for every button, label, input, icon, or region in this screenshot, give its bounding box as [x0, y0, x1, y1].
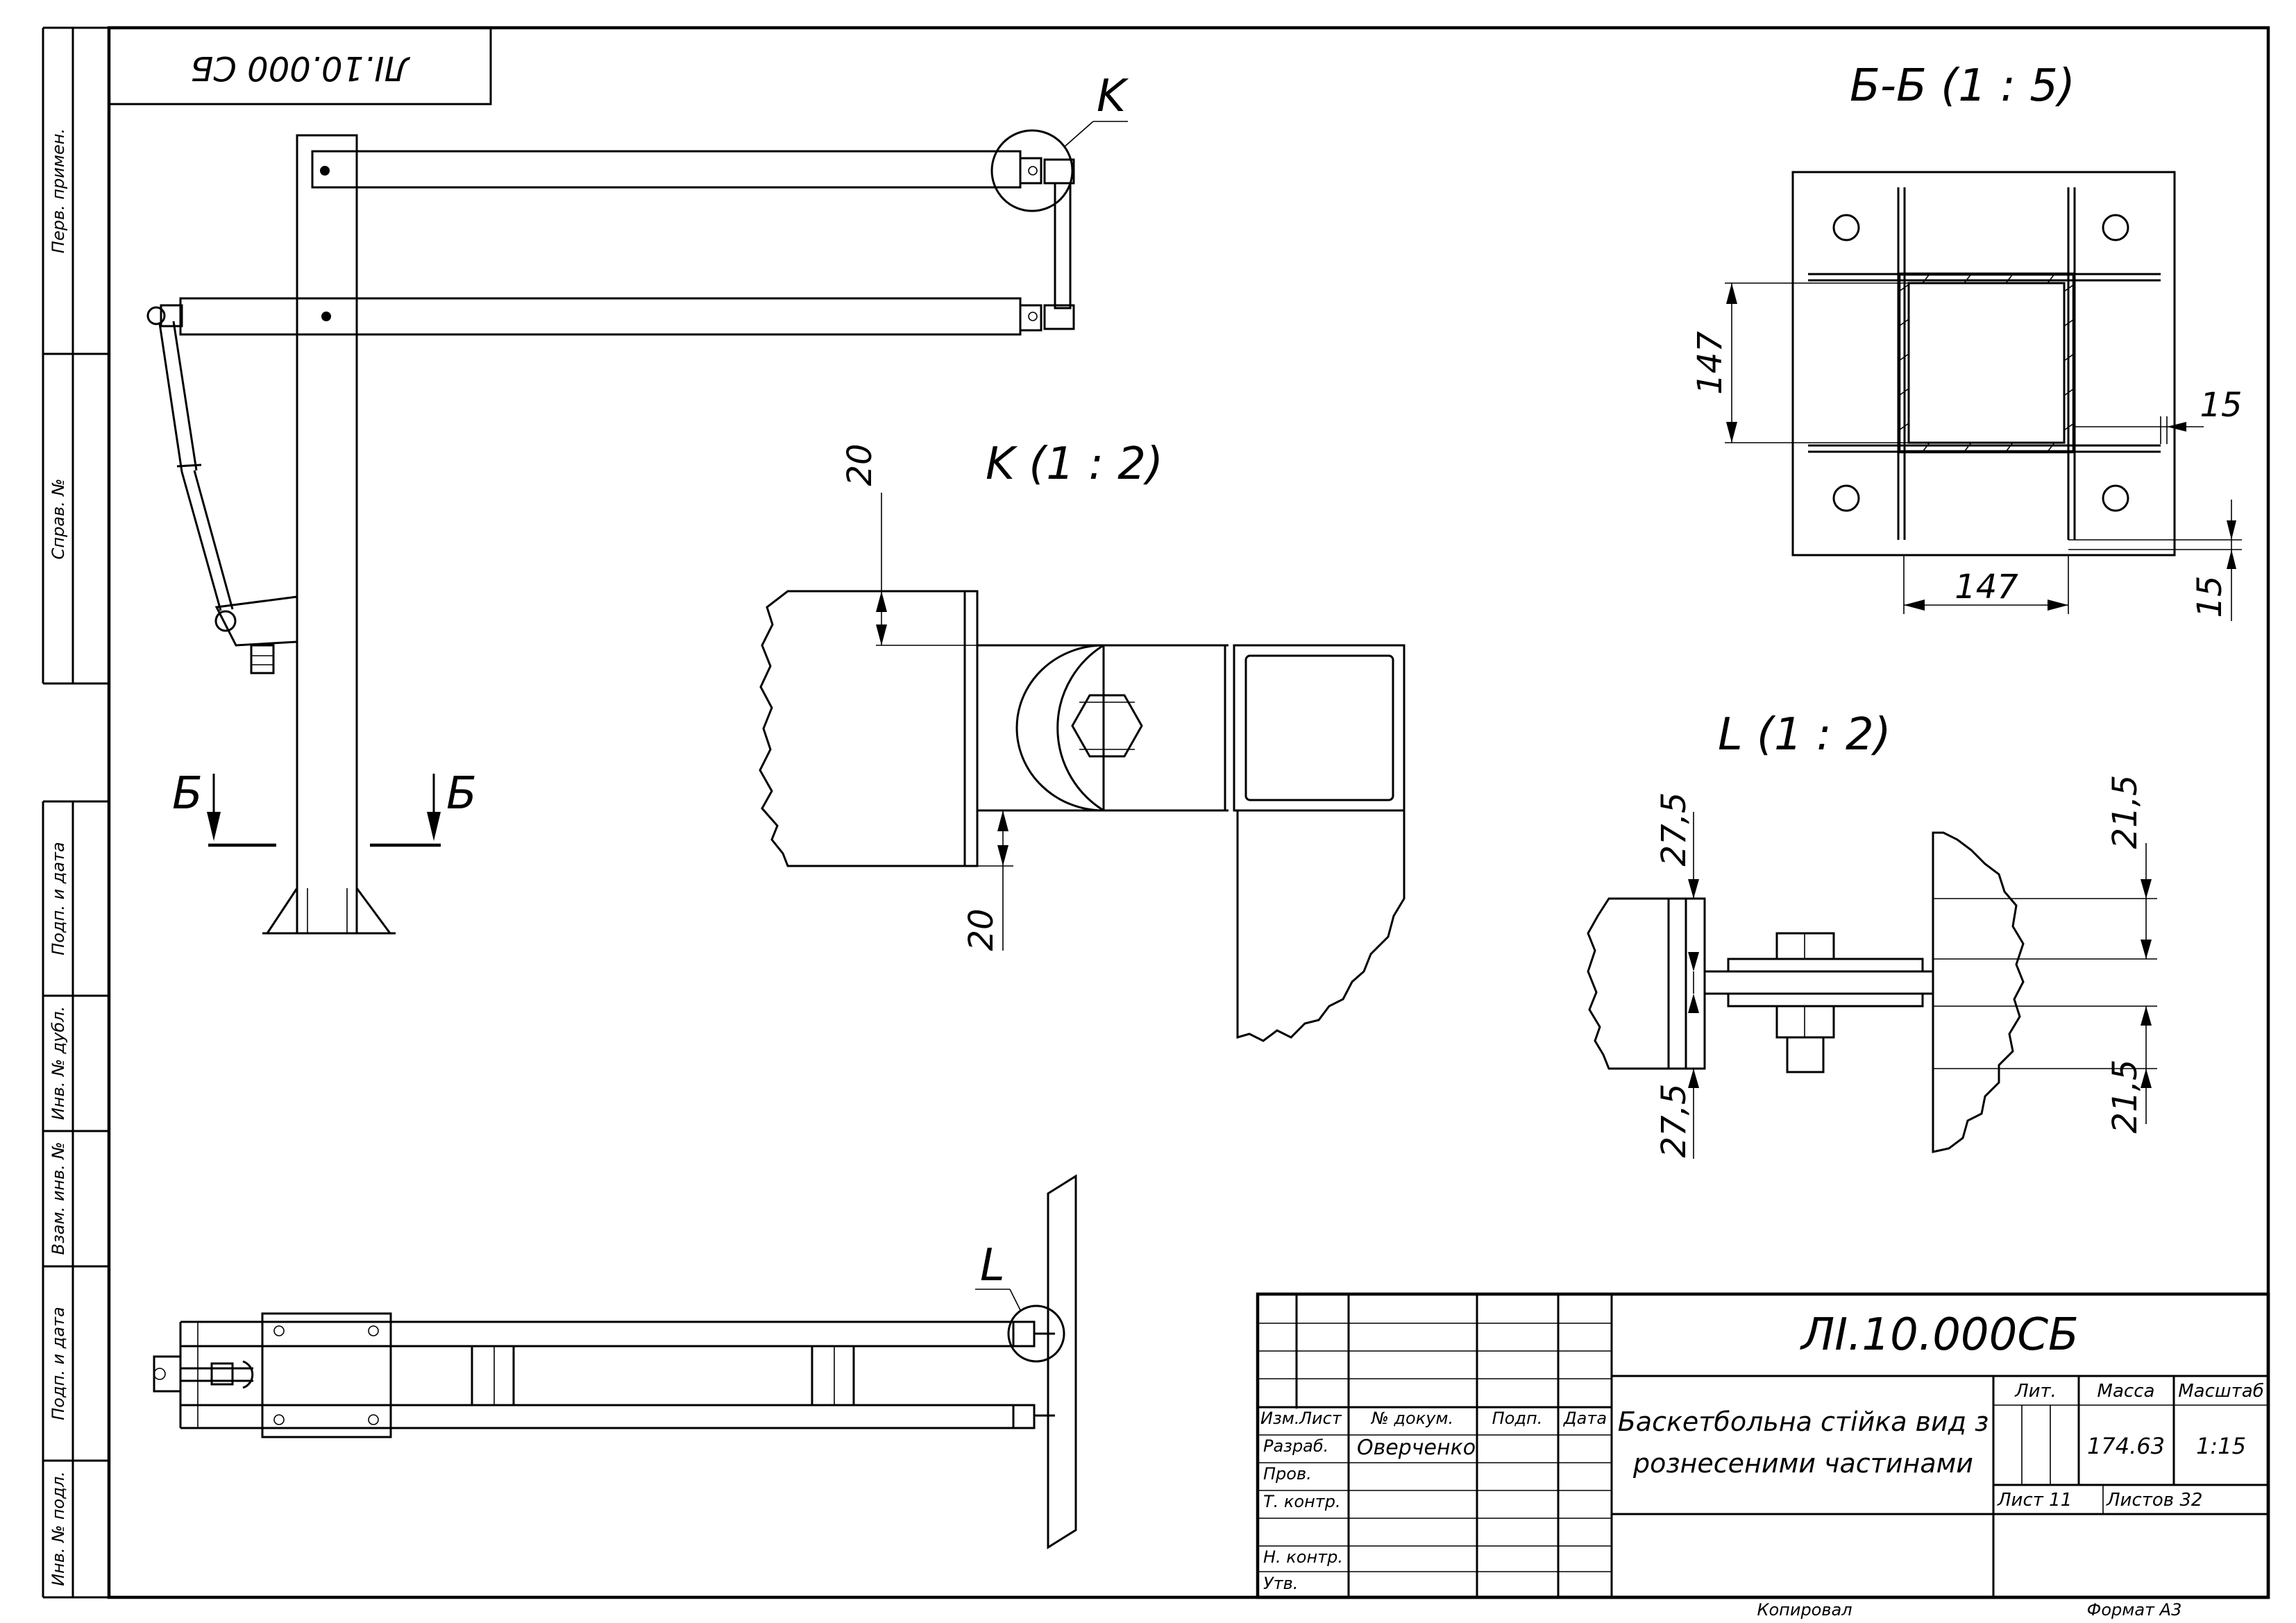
dim-k-bottom: 20	[962, 908, 1001, 951]
label-sprav-no: Справ. №	[49, 479, 68, 560]
detail-l-view: L (1 : 2) 27,5 27,5	[1587, 709, 2157, 1159]
callout-l-label: L	[980, 1240, 1005, 1291]
row-razrab: Разраб.	[1263, 1436, 1328, 1456]
section-bb-title: Б-Б (1 : 5)	[1850, 60, 2075, 112]
col-izm: Изм.	[1260, 1409, 1299, 1428]
section-b-left-label: Б	[172, 768, 203, 819]
dim-bb-horizontal: 147	[1955, 568, 2018, 606]
dim-k-top: 20	[841, 443, 879, 486]
author-name: Оверченко	[1357, 1436, 1476, 1460]
detail-k-view: K (1 : 2) 20 20	[759, 439, 1406, 1042]
dim-bb-right-bottom: 15	[2191, 575, 2229, 618]
masshtab-label: Масштаб	[2178, 1381, 2264, 1402]
plan-view: L	[153, 1174, 1077, 1549]
col-list: Лист	[1299, 1409, 1342, 1428]
detail-l-title: L (1 : 2)	[1718, 709, 1891, 760]
row-utv: Утв.	[1263, 1574, 1298, 1593]
label-podp-data-1: Подп. и дата	[49, 842, 68, 955]
listov-label: Листов 32	[2106, 1490, 2202, 1511]
sheet-frame	[42, 26, 2270, 1599]
title-block: ЛІ.10.000СБ Баскетбольна стійка вид з ро…	[1256, 1292, 2270, 1620]
label-podp-data-2: Подп. и дата	[49, 1307, 68, 1420]
detail-k-title: K (1 : 2)	[986, 439, 1163, 490]
row-tkontr: Т. контр.	[1263, 1492, 1341, 1511]
label-vzam-inv: Взам. инв. №	[49, 1142, 68, 1255]
dim-bb-right-top: 15	[2200, 386, 2242, 425]
callout-k-label: K	[1097, 71, 1129, 122]
col-dokum: № докум.	[1370, 1409, 1453, 1428]
row-prov: Пров.	[1263, 1464, 1312, 1484]
row-nkontr: Н. контр.	[1263, 1547, 1343, 1567]
dim-l-left-top: 27,5	[1655, 792, 1694, 867]
hatching	[1898, 273, 2075, 452]
label-inv-podl: Инв. № подл.	[49, 1471, 68, 1586]
section-bb-view: Б-Б (1 : 5)	[1691, 60, 2243, 621]
col-podp: Подп.	[1492, 1409, 1543, 1428]
dim-l-right-top: 21,5	[2106, 775, 2145, 849]
masshtab-value: 1:15	[2196, 1433, 2246, 1459]
title-name-line2: рознесеними частинами	[1632, 1448, 1973, 1479]
dim-l-left-bottom: 27,5	[1655, 1084, 1694, 1158]
dim-l-right-bottom: 21,5	[2106, 1060, 2145, 1134]
label-perv-primen: Перв. примен.	[49, 128, 68, 253]
label-inv-dubl: Инв. № дубл.	[49, 1006, 68, 1120]
title-name-line1: Баскетбольна стійка вид з	[1618, 1407, 1989, 1437]
top-stamp-text: ЛІ.10.000 СБ	[190, 49, 410, 87]
massa-label: Масса	[2097, 1381, 2155, 1402]
section-b-right-label: Б	[446, 768, 477, 819]
top-stamp: ЛІ.10.000 СБ	[108, 26, 492, 105]
massa-value: 174.63	[2087, 1433, 2165, 1459]
col-data: Дата	[1563, 1409, 1607, 1428]
dim-bb-vertical: 147	[1691, 331, 1730, 395]
lit-label: Лит.	[2014, 1381, 2057, 1402]
main-side-view: K Б Б	[146, 71, 1129, 935]
format-label: Формат А3	[2087, 1600, 2182, 1620]
kopiroval-label: Копировал	[1757, 1600, 1852, 1620]
list-label: Лист 11	[1997, 1490, 2072, 1511]
side-labels: Перв. примен. Справ. № Подп. и дата Инв.…	[49, 128, 68, 1586]
title-designation: ЛІ.10.000СБ	[1800, 1309, 2079, 1361]
